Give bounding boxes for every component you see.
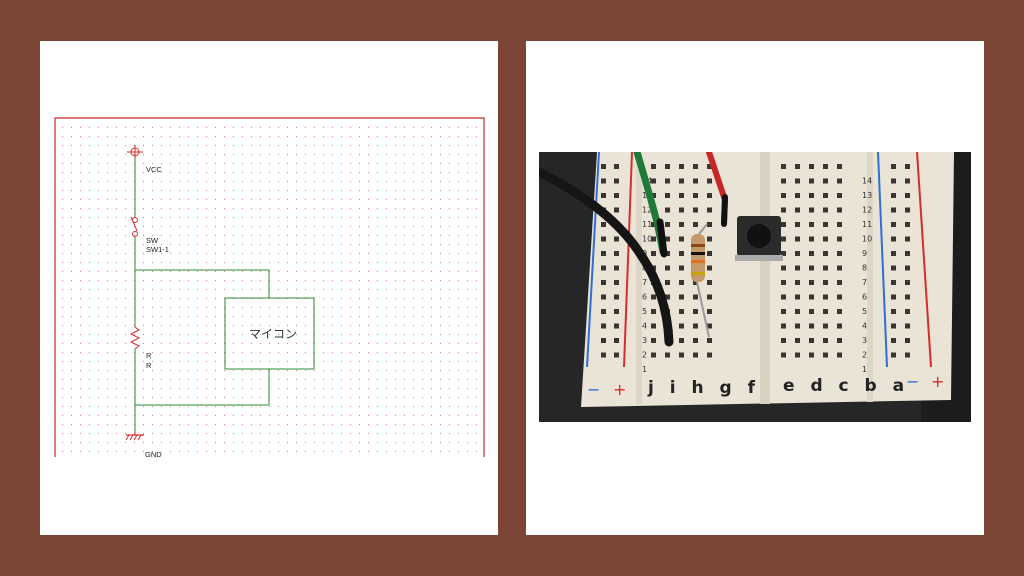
row-number: 7 xyxy=(642,278,647,287)
row-number: 5 xyxy=(862,307,867,316)
row-number: 2 xyxy=(642,351,647,360)
row-number: 4 xyxy=(642,322,647,331)
wire-from-mcu-bottom xyxy=(135,369,270,406)
row-number: 6 xyxy=(642,293,647,302)
breadboard-holes xyxy=(601,164,910,358)
row-number: 8 xyxy=(862,264,867,273)
row-number: 10 xyxy=(642,235,652,244)
row-number: 3 xyxy=(862,336,867,345)
schematic-panel: VCC SW SW1-1 マイコン R R xyxy=(40,41,498,535)
rail-minus-right: − xyxy=(906,372,919,391)
row-number: 5 xyxy=(642,307,647,316)
switch-ref-label: SW1-1 xyxy=(146,245,169,254)
resistor-name-label: R xyxy=(146,351,152,360)
row-number: 1 xyxy=(642,365,647,374)
row-number: 12 xyxy=(862,206,872,215)
push-button-component xyxy=(735,216,783,261)
row-number: 3 xyxy=(642,336,647,345)
resistor-symbol xyxy=(129,326,141,350)
column-letters-right: e d c b a xyxy=(783,376,909,396)
sheet-border xyxy=(54,117,485,457)
rail-line-red-left xyxy=(623,152,633,368)
resistor-ref-label: R xyxy=(146,361,152,370)
switch-name-label: SW xyxy=(146,236,159,245)
column-letters-left: j i h g f xyxy=(647,378,760,398)
rail-plus-right: + xyxy=(931,372,944,391)
black-wire-long xyxy=(539,167,674,347)
row-number: 11 xyxy=(862,220,872,229)
rail-line-red-right xyxy=(916,152,932,368)
center-channel xyxy=(760,152,770,404)
gnd-symbol xyxy=(125,432,144,441)
rail-plus-left: + xyxy=(613,380,626,399)
row-number: 10 xyxy=(862,235,872,244)
mcu-label: マイコン xyxy=(249,327,297,341)
row-number: 2 xyxy=(862,351,867,360)
row-number: 4 xyxy=(862,322,867,331)
circuit-schematic: VCC SW SW1-1 マイコン R R xyxy=(54,117,485,459)
switch-symbol xyxy=(130,216,138,237)
rail-minus-left: − xyxy=(587,380,600,399)
row-number: 9 xyxy=(862,249,867,258)
gnd-label: GND xyxy=(145,450,162,459)
row-number: 1 xyxy=(862,365,867,374)
row-number: 7 xyxy=(862,278,867,287)
wire-to-mcu-top xyxy=(135,269,270,298)
rail-line-blue-right xyxy=(877,152,888,368)
row-number: 12 xyxy=(642,206,652,215)
row-number: 11 xyxy=(642,220,652,229)
vcc-label: VCC xyxy=(146,165,162,174)
row-number: 14 xyxy=(862,177,872,186)
rail-line-blue-left xyxy=(586,152,600,368)
vcc-symbol xyxy=(127,145,143,159)
row-number: 6 xyxy=(862,293,867,302)
row-number: 13 xyxy=(862,191,872,200)
